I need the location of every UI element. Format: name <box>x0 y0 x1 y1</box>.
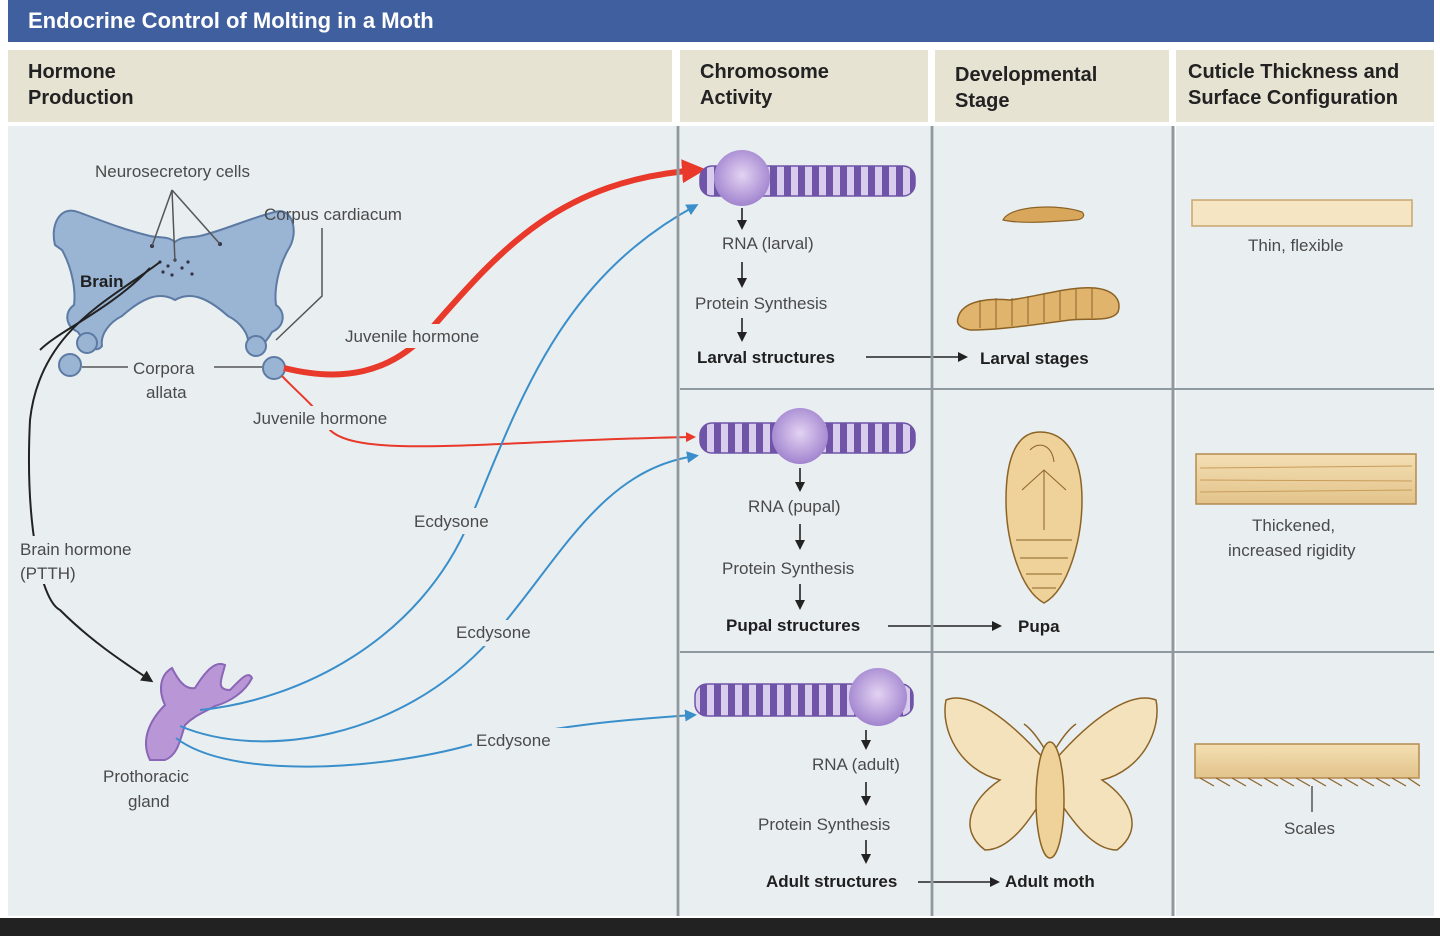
diagram-title: Endocrine Control of Molting in a Moth <box>28 8 434 33</box>
prothoracic-label-2: gland <box>128 792 170 811</box>
cuticle-panel <box>1176 126 1434 916</box>
ecdysone-label-2: Ecdysone <box>456 623 531 642</box>
row1-stage: Larval stages <box>980 349 1089 368</box>
juvenile-hormone-label-lower: Juvenile hormone <box>253 409 387 428</box>
header-cuticle-bg <box>1176 50 1434 122</box>
chromosome-pupal <box>699 408 916 464</box>
flow-arrows-row2 <box>795 468 1002 631</box>
brain-hormone-arrow <box>28 261 161 683</box>
header-stage-line1: Developmental <box>955 64 1097 86</box>
neurosecretory-label: Neurosecretory cells <box>95 162 250 181</box>
juvenile-hormone-label-upper: Juvenile hormone <box>345 327 479 346</box>
brain-label: Brain <box>80 272 123 291</box>
row2-protein: Protein Synthesis <box>722 559 854 578</box>
small-larva-illustration <box>1002 206 1085 223</box>
header-chromosome-bg <box>680 50 928 122</box>
corpus-cardiacum-right <box>245 335 267 357</box>
column-headers: Hormone Production Chromosome Activity D… <box>8 50 1434 122</box>
ecdysone-arrow-3 <box>175 709 697 768</box>
header-hormone-bg <box>8 50 672 122</box>
brain-hormone-label-bg <box>18 536 158 584</box>
row1-cuticle: Thin, flexible <box>1248 236 1343 255</box>
ecdysone-label-3-bg <box>472 728 568 754</box>
juvenile-hormone-arrow-thin <box>281 375 696 448</box>
chromosome-panel <box>680 126 930 916</box>
row3-protein: Protein Synthesis <box>758 815 890 834</box>
row3-rna: RNA (adult) <box>812 755 900 774</box>
row1-structures: Larval structures <box>697 348 835 367</box>
adult-moth-illustration <box>944 697 1158 859</box>
row3-structures: Adult structures <box>766 872 897 891</box>
header-stage-bg <box>935 50 1169 122</box>
row1-rna: RNA (larval) <box>722 234 814 253</box>
ecdysone-label-3: Ecdysone <box>476 731 551 750</box>
brain-hormone-link <box>39 267 151 351</box>
ecdysone-label-2-bg <box>452 620 548 646</box>
row3-cuticle: Scales <box>1284 819 1335 838</box>
pupa-illustration <box>1005 431 1083 604</box>
cuticle-thick-grain <box>1199 465 1413 493</box>
header-chromosome-line1: Chromosome <box>700 61 829 83</box>
header-cuticle-line1: Cuticle Thickness and <box>1188 61 1399 83</box>
corpus-allatum-right <box>262 356 286 380</box>
ecdysone-label-1-bg <box>410 508 506 534</box>
corpus-cardiacum-label: Corpus cardiacum <box>264 205 402 224</box>
ecdysone-label-1: Ecdysone <box>414 512 489 531</box>
row2-stage: Pupa <box>1018 617 1060 636</box>
brain-hormone-label-2: (PTTH) <box>20 564 76 583</box>
cuticle-thin-sample <box>1191 199 1413 227</box>
header-stage-line2: Stage <box>955 90 1009 112</box>
chromosome-larval <box>699 150 916 206</box>
bottom-strip <box>0 918 1440 936</box>
header-hormone-line1: Hormone <box>28 61 116 83</box>
cuticle-thick-sample <box>1195 453 1417 505</box>
juvenile-hormone-arrow-thick <box>283 159 706 378</box>
row2-rna: RNA (pupal) <box>748 497 841 516</box>
corpora-allata-label-2: allata <box>146 383 187 402</box>
row2-cuticle-line1: Thickened, <box>1252 516 1335 535</box>
corpus-cardiacum-left <box>76 332 98 354</box>
chromosome-adult <box>694 668 914 726</box>
flow-arrows-row1 <box>737 208 968 362</box>
leader-lines <box>82 189 323 368</box>
corpus-allatum-left <box>58 353 82 377</box>
prothoracic-label-1: Prothoracic <box>103 767 189 786</box>
row2-structures: Pupal structures <box>726 616 860 635</box>
prothoracic-gland <box>145 662 254 761</box>
brain-illustration: Brain <box>52 209 295 380</box>
brain-hormone-label-1: Brain hormone <box>20 540 132 559</box>
corpora-allata-label-1: Corpora <box>133 359 195 378</box>
title-bar <box>8 0 1434 42</box>
jh-lower-label-bg <box>251 406 417 430</box>
cuticle-scales <box>1199 777 1421 787</box>
row3-stage: Adult moth <box>1005 872 1095 891</box>
row2-cuticle-line2: increased rigidity <box>1228 541 1356 560</box>
jh-upper-label-bg <box>343 324 507 348</box>
header-chromosome-line2: Activity <box>700 87 773 109</box>
header-cuticle-line2: Surface Configuration <box>1188 87 1398 109</box>
row1-protein: Protein Synthesis <box>695 294 827 313</box>
cuticle-scales-sample <box>1194 743 1420 779</box>
header-hormone-line2: Production <box>28 87 134 109</box>
large-larva-illustration <box>956 286 1120 331</box>
